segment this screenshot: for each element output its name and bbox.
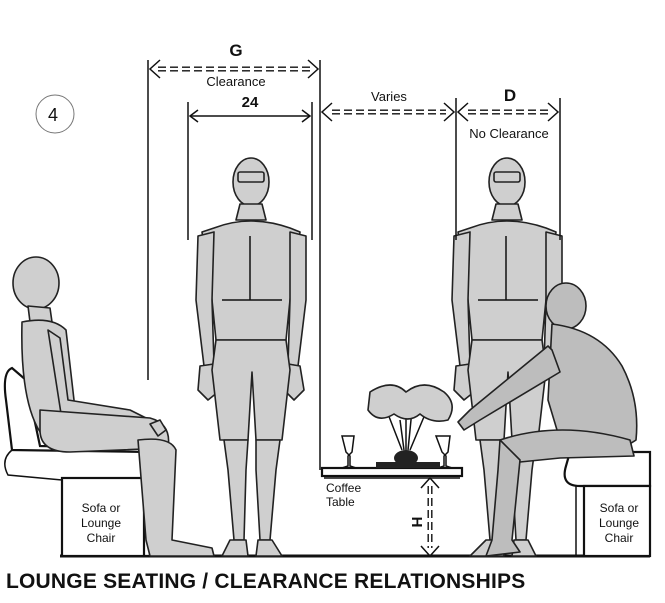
seated-figure-left xyxy=(12,256,215,557)
sofa-right-label-line3: Chair xyxy=(605,531,634,545)
standing-figure-center xyxy=(195,157,307,557)
sofa-left-label-line1: Sofa or xyxy=(82,501,121,515)
dimension-h: H xyxy=(408,476,440,558)
right-sofa xyxy=(563,450,652,558)
sofa-left-label-line3: Chair xyxy=(87,531,116,545)
dim-d-text: No Clearance xyxy=(469,126,549,141)
dim-d-letter: D xyxy=(504,86,516,105)
coffee-table-label-line2: Table xyxy=(326,495,355,509)
dimension-d-no-clearance: D No Clearance xyxy=(456,86,560,141)
coffee-table xyxy=(320,384,464,479)
dimension-guides xyxy=(147,60,561,470)
corner-mark: 4 xyxy=(48,105,58,125)
sofa-right-label-line1: Sofa or xyxy=(600,501,639,515)
dim-24: 24 xyxy=(242,94,259,111)
coffee-table-label-line1: Coffee xyxy=(326,481,361,495)
sofa-left-label-line2: Lounge xyxy=(81,516,121,530)
dim-varies: Varies xyxy=(371,89,407,104)
dimension-24: 24 xyxy=(188,94,312,123)
dim-g-text: Clearance xyxy=(206,74,265,89)
dim-h-letter: H xyxy=(408,517,425,528)
dimension-g-clearance: G Clearance xyxy=(148,41,320,89)
diagram-caption: LOUNGE SEATING / CLEARANCE RELATIONSHIPS xyxy=(6,570,526,593)
seated-figure-right xyxy=(457,282,638,557)
dimension-varies: Varies xyxy=(320,89,456,122)
corner-circle xyxy=(35,94,75,134)
dim-g-letter: G xyxy=(229,41,242,60)
sofa-right-label-line2: Lounge xyxy=(599,516,639,530)
